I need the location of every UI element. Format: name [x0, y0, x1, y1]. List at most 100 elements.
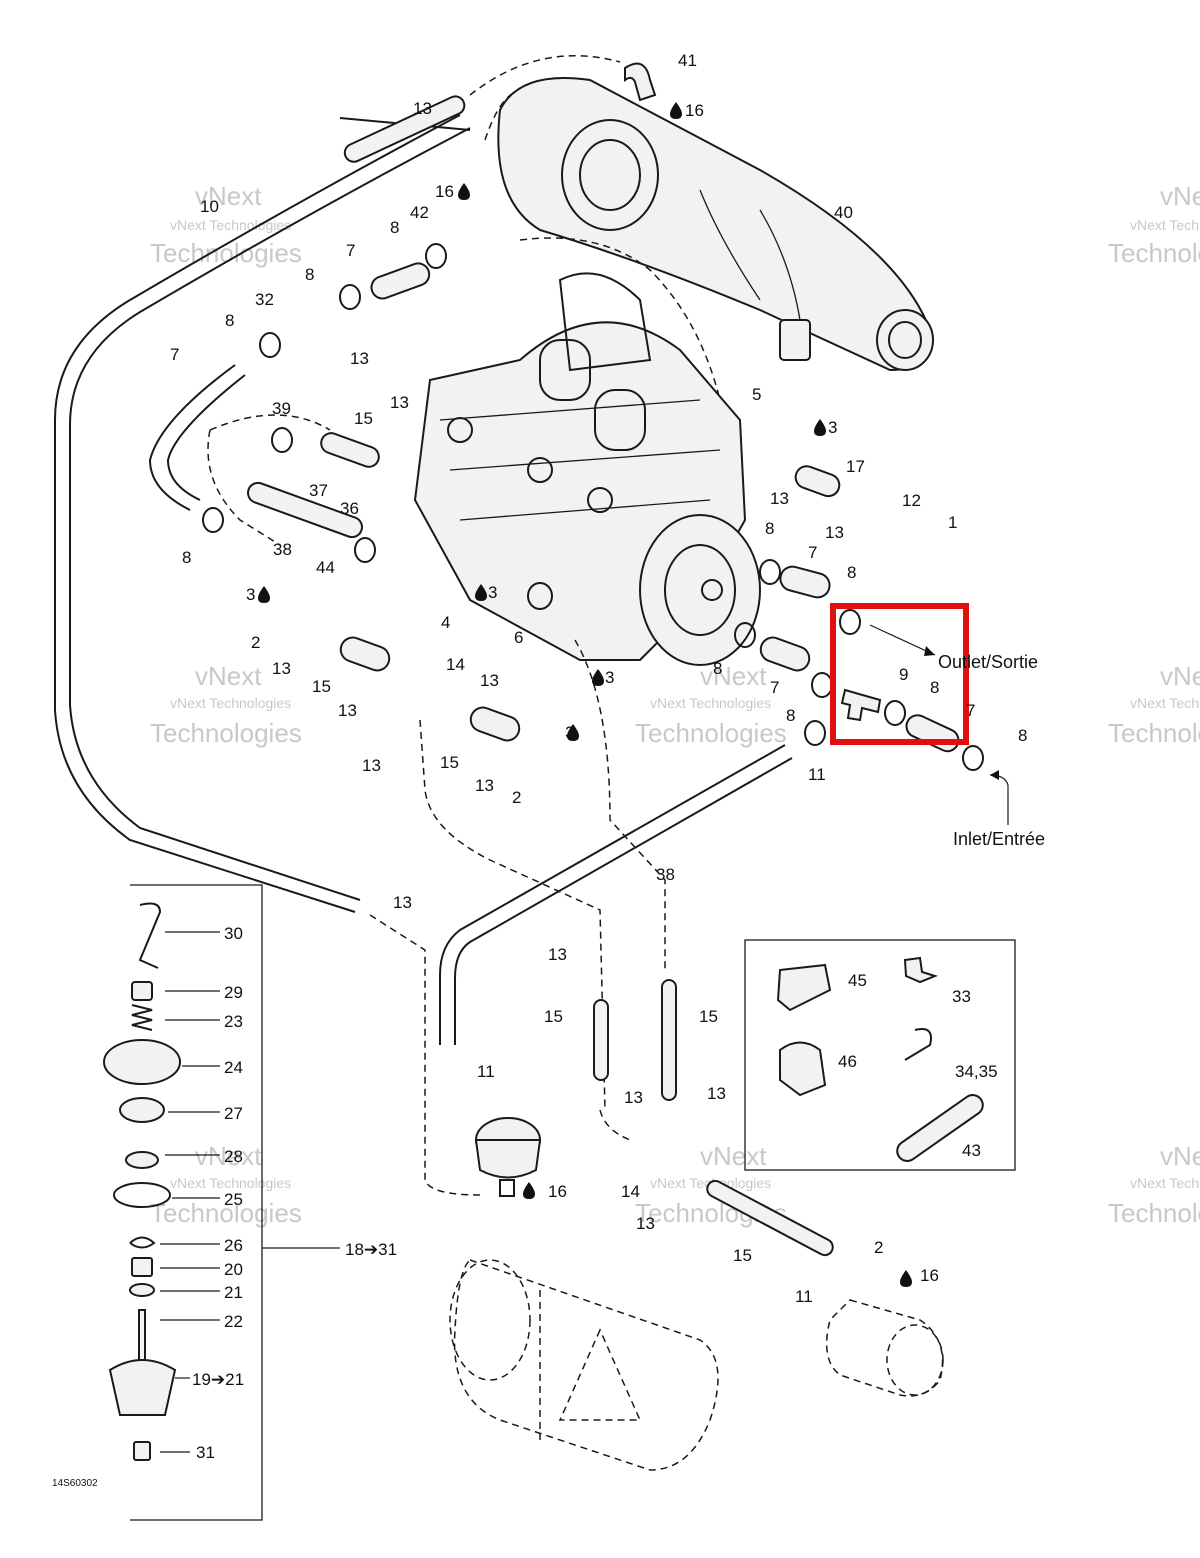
- callout-1: 1: [948, 513, 957, 532]
- dashed-route-right: [574, 639, 666, 970]
- callout-39: 39: [272, 399, 291, 418]
- callout-8: 8: [182, 548, 191, 567]
- hose-15-vertical-b: [661, 979, 677, 1101]
- callout-13: 13: [475, 776, 494, 795]
- outlet-arrowhead: [924, 646, 935, 656]
- hose-top-left: [343, 95, 466, 163]
- tee-fitting-9: [840, 688, 882, 722]
- hose-7-right: [779, 565, 831, 599]
- hose-7-left: [148, 364, 236, 511]
- callout-7: 7: [770, 678, 779, 697]
- callout-34-35: 34,35: [955, 1062, 998, 1081]
- callout-29: 29: [224, 983, 243, 1002]
- fitting-31: [133, 1441, 151, 1461]
- inlet-arrowhead: [990, 770, 999, 780]
- callout-14: 14: [446, 655, 465, 674]
- watermark-line1: vNext Technologies: [170, 695, 291, 711]
- callout-13: 13: [350, 349, 369, 368]
- callout-11: 11: [808, 765, 826, 784]
- callout-41: 41: [678, 51, 697, 70]
- fuel-tank: [449, 1259, 719, 1471]
- watermark-overlay-text: vNext: [195, 181, 262, 211]
- watermark-line2: Technologies: [1108, 1198, 1200, 1228]
- dashed-hose-top-2: [484, 89, 521, 141]
- dashed-route-left: [369, 914, 481, 1196]
- long-hose-loop: [54, 114, 461, 913]
- accessory-box: [744, 939, 1016, 1171]
- callout-13: 13: [548, 945, 567, 964]
- hose-7-right-b: [759, 636, 811, 672]
- callout-7: 7: [966, 701, 975, 720]
- gasket-25: [113, 1182, 171, 1208]
- callout-16: 16: [685, 101, 704, 120]
- callout-33: 33: [952, 987, 971, 1006]
- dashed-route-center: [419, 719, 606, 1111]
- callout-15: 15: [354, 409, 373, 428]
- watermark-mid-left: vNext vNext Technologies Technologies: [150, 661, 302, 748]
- callout-13: 13: [362, 756, 381, 775]
- callout-8: 8: [765, 519, 774, 538]
- bracket-45: [776, 963, 832, 1012]
- callout-13: 13: [825, 523, 844, 542]
- callout-25: 25: [224, 1190, 243, 1209]
- plate-27: [119, 1097, 165, 1123]
- watermark-line1: vNext Technologies: [1130, 217, 1200, 233]
- hose-7-outlet: [905, 714, 960, 753]
- callout-40: 40: [834, 203, 853, 222]
- callout-42: 42: [410, 203, 429, 222]
- callout-7: 7: [170, 345, 179, 364]
- callout-13: 13: [770, 489, 789, 508]
- callout-13: 13: [393, 893, 412, 912]
- inlet-label: Inlet/Entrée: [953, 829, 1045, 849]
- callout-2: 2: [874, 1238, 883, 1257]
- callout-19-to-21: 19➔21: [192, 1370, 244, 1389]
- outlet-label: Outlet/Sortie: [938, 652, 1038, 672]
- hose-15-diag: [706, 1179, 834, 1257]
- dashed-route-39: [209, 414, 331, 431]
- callout-11: 11: [477, 1062, 495, 1081]
- hose-38-top: [247, 481, 363, 539]
- callout-13: 13: [413, 99, 432, 118]
- watermark-overlay-text: vNext: [1160, 181, 1200, 211]
- callout-8: 8: [930, 678, 939, 697]
- watermark-overlay-text: vNext: [1160, 1141, 1200, 1171]
- callout-20: 20: [224, 1260, 243, 1279]
- callout-32: 32: [255, 290, 274, 309]
- fuel-pump-assembly: [474, 1117, 542, 1197]
- highlight-box: [830, 603, 969, 745]
- callout-21: 21: [224, 1283, 243, 1302]
- callout-8: 8: [225, 311, 234, 330]
- dashed-route-left-top: [207, 429, 281, 546]
- hose-7-top: [370, 262, 431, 300]
- callout-26: 26: [224, 1236, 243, 1255]
- housing-19-21: [108, 1359, 177, 1416]
- watermark-line1: vNext Technologies: [170, 217, 291, 233]
- watermark-line1: vNext Technologies: [650, 695, 771, 711]
- callout-15: 15: [312, 677, 331, 696]
- hose-15-lower: [469, 706, 521, 742]
- ring-28: [125, 1151, 159, 1169]
- callout-13: 13: [272, 659, 291, 678]
- leaders-left-column: [160, 931, 220, 1453]
- callout-13: 13: [624, 1088, 643, 1107]
- callout-3: 3: [246, 585, 255, 604]
- spring-clip-30: [138, 902, 162, 969]
- callout-27: 27: [224, 1104, 243, 1123]
- dashed-outline-exhaust: [519, 237, 721, 401]
- hose-15-top: [320, 432, 380, 468]
- callout-43: 43: [962, 1141, 981, 1160]
- hose-15-mid: [339, 636, 391, 672]
- callout-44: 44: [316, 558, 335, 577]
- callout-labels: 41 16 13 10 16 42 40 8 7 8 32 8 13 7 39 …: [170, 51, 1027, 1462]
- inlet-arrow-line: [989, 774, 1009, 825]
- callout-4: 4: [441, 613, 450, 632]
- watermark-overlay-text: vNext: [1160, 661, 1200, 691]
- fuel-filter: [825, 1299, 944, 1397]
- callout-13: 13: [707, 1084, 726, 1103]
- watermark-overlay-text: vNext: [700, 1141, 767, 1171]
- callout-15: 15: [440, 753, 459, 772]
- callout-22: 22: [224, 1312, 243, 1331]
- watermark-overlay-text: vNext: [700, 661, 767, 691]
- callout-13: 13: [636, 1214, 655, 1233]
